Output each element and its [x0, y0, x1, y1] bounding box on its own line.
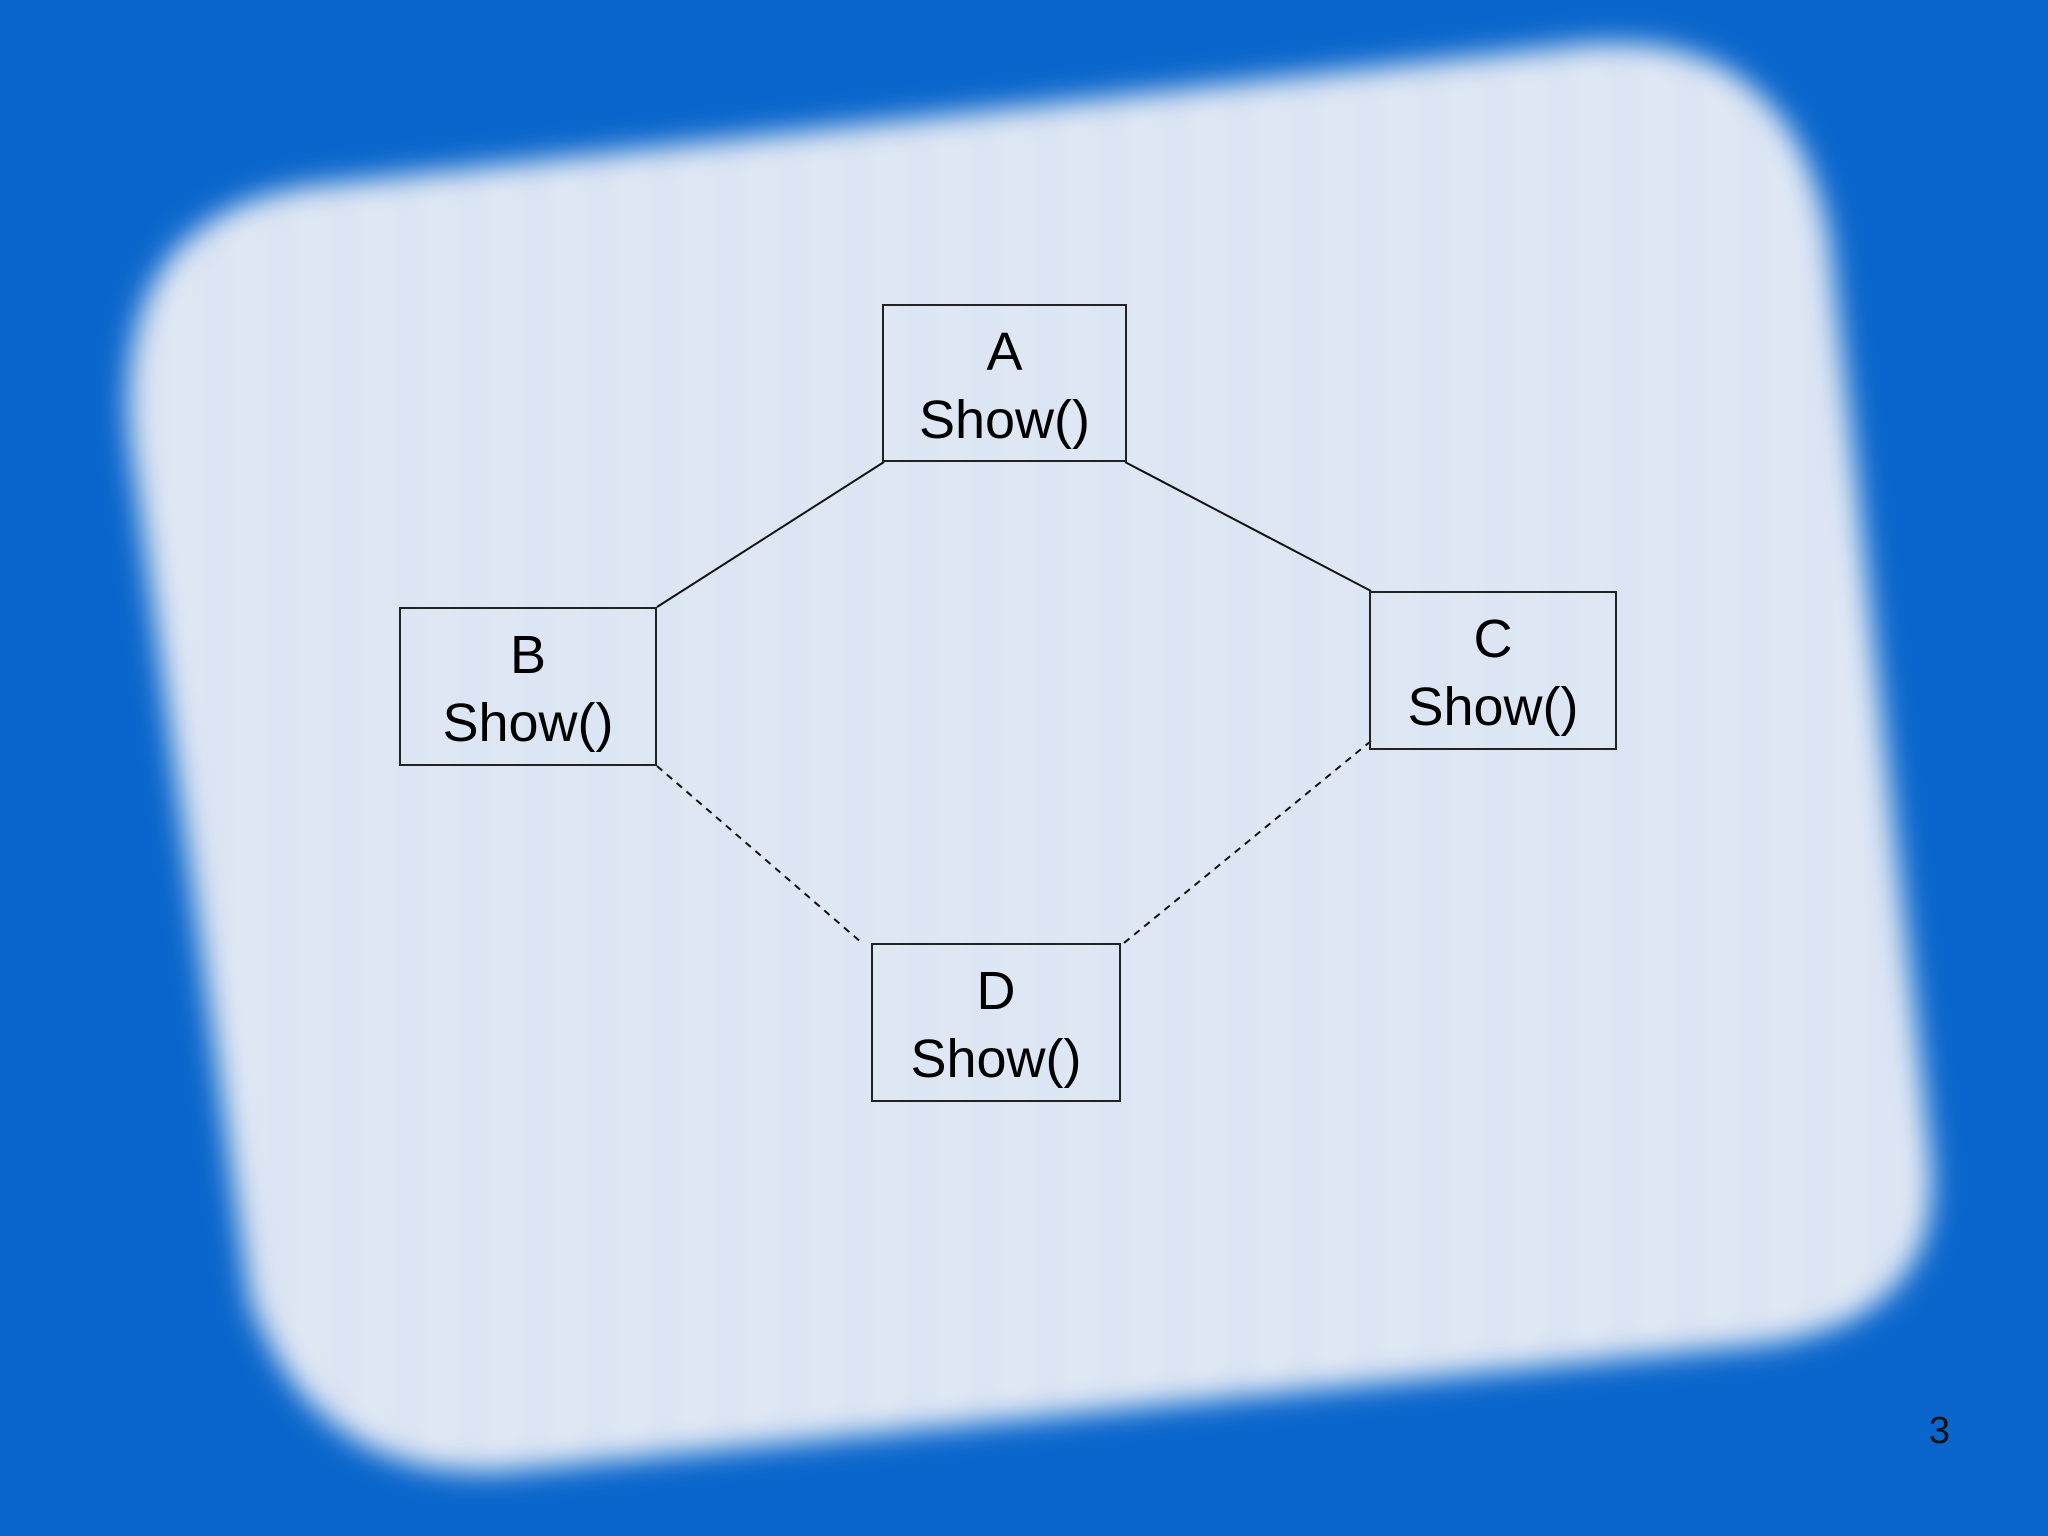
class-box-c: C Show() — [1369, 591, 1617, 750]
class-box-a: A Show() — [882, 304, 1127, 462]
slide-page-number: 3 — [1928, 1410, 1950, 1452]
edge-b-d — [656, 765, 863, 944]
panel-shape — [128, 43, 1932, 1472]
class-method-a: Show() — [918, 390, 1091, 450]
class-name-b: B — [509, 625, 547, 685]
edge-c-d — [1123, 740, 1372, 944]
class-box-d: D Show() — [871, 943, 1121, 1102]
edge-a-c — [1124, 461, 1372, 592]
class-name-c: C — [1473, 609, 1513, 669]
class-name-a: A — [986, 322, 1023, 382]
class-method-d: Show() — [910, 1029, 1082, 1089]
edge-a-b — [656, 461, 885, 608]
class-name-d: D — [976, 961, 1016, 1021]
class-method-c: Show() — [1407, 677, 1579, 737]
class-box-b: B Show() — [399, 607, 657, 766]
class-method-b: Show() — [442, 693, 614, 753]
